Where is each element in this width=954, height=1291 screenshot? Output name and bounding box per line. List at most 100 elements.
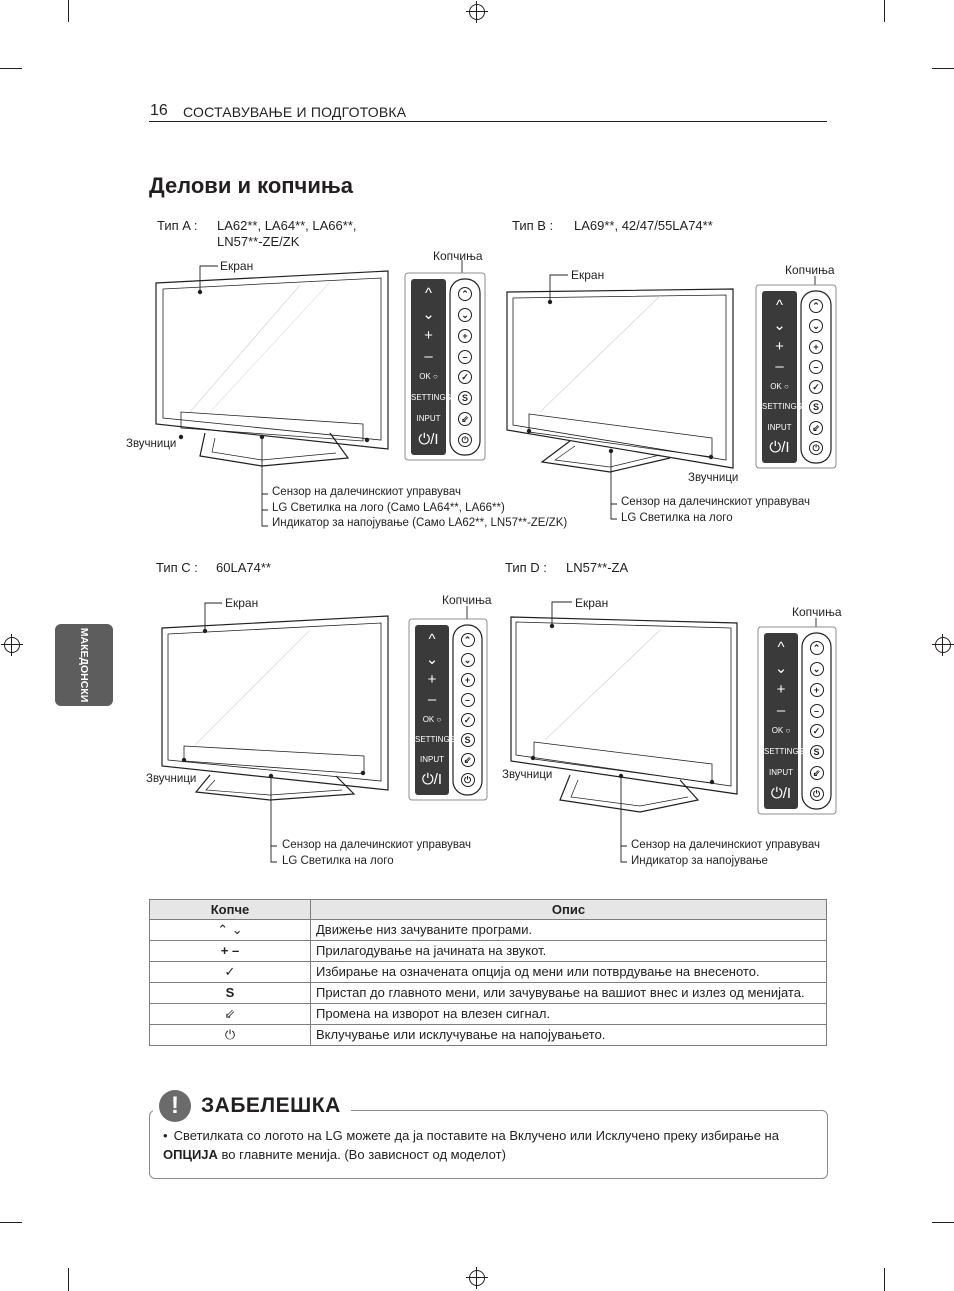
ok-check-icon: ✓: [149, 961, 311, 983]
callout-lg-logo-light: LG Светилка на лого: [621, 512, 733, 524]
chev-down-icon: ⌄: [773, 317, 786, 335]
settings-icon: S: [458, 391, 472, 406]
registration-mark-icon: [932, 634, 954, 656]
note-text-bold: ОПЦИЈА: [163, 1147, 218, 1162]
callout-speakers: Звучници: [146, 773, 197, 785]
plus-icon: +: [775, 337, 784, 355]
callout-power-indicator: Индикатор за напојување: [631, 855, 768, 867]
check-icon: ✓: [458, 370, 472, 385]
chev-up-icon: ^: [775, 297, 784, 315]
callout-remote-sensor: Сензор на далечинскиот управувач: [272, 486, 462, 498]
chevron-up-icon: ⌃: [809, 299, 823, 314]
input-label: INPUT: [416, 413, 441, 423]
chev-down-icon: ⌄: [422, 306, 435, 324]
input-label: INPUT: [420, 755, 444, 764]
input-label: INPUT: [769, 767, 793, 777]
settings-icon: S: [809, 400, 823, 415]
callout-remote-sensor: Сензор на далечинскиот управувач: [631, 839, 821, 851]
settings-label: SETTINGS: [411, 393, 452, 403]
power-icon: ⏻: [458, 432, 472, 447]
chev-up-icon: ^: [424, 285, 433, 303]
callout-screen: Екран: [575, 596, 609, 610]
channel-up-down-icon: ⌃ ⌄: [149, 919, 311, 941]
plus-icon: +: [460, 673, 475, 687]
power-label: ⏻/I: [769, 438, 790, 456]
minus-icon: –: [776, 701, 786, 719]
minus-icon: –: [424, 347, 433, 365]
settings-icon: S: [460, 733, 475, 747]
table-row: ✓ Избирање на означената опција од мени …: [149, 961, 827, 983]
registration-mark-icon: [1, 634, 23, 656]
crop-mark: [884, 1268, 885, 1291]
type-d-label: Тип D :: [505, 560, 547, 575]
table-cell-description: Движење низ зачуваните програми.: [310, 919, 827, 941]
table-cell-description: Промена на изворот на влезен сигнал.: [310, 1003, 827, 1025]
check-icon: ✓: [809, 724, 824, 739]
input-icon: ⇙: [809, 420, 823, 435]
callout-buttons: Копчиња: [792, 605, 842, 619]
callout-buttons: Копчиња: [433, 249, 483, 263]
callout-remote-sensor: Сензор на далечинскиот управувач: [282, 839, 472, 851]
chev-down-icon: ⌄: [425, 651, 439, 668]
check-icon: ✓: [460, 713, 475, 727]
header-rule: [149, 121, 827, 122]
table-cell-description: Избирање на означената опција од мени ил…: [310, 961, 827, 983]
table-header-description: Опис: [310, 899, 827, 920]
type-d-models: LN57**-ZA: [566, 560, 629, 575]
table-row: + – Прилагодување на јачината на звукот.: [149, 940, 827, 962]
table-row: S Пристап до главното мени, или зачувува…: [149, 982, 827, 1004]
chevron-up-icon: ⌃: [460, 633, 475, 647]
power-label: ⏻/I: [421, 771, 443, 788]
minus-icon: –: [775, 357, 784, 375]
crop-mark: [884, 0, 885, 22]
callout-speakers: Звучници: [502, 769, 553, 781]
crop-mark: [932, 68, 954, 69]
table-row: ⏻ Вклучување или исклучување на напојува…: [149, 1024, 827, 1046]
power-icon: ⏻: [460, 773, 475, 787]
chevron-down-icon: ⌄: [458, 308, 472, 323]
plus-icon: +: [809, 339, 823, 354]
ok-label: OK ○: [771, 726, 791, 736]
buttons-table: Копче Опис ⌃ ⌄ Движење низ зачуваните пр…: [149, 899, 827, 1046]
note-box: [149, 1110, 828, 1179]
input-icon: ⇙: [809, 765, 824, 780]
note-text-part: во главните менија. (Во зависност од мод…: [217, 1147, 506, 1162]
table-row: ⌃ ⌄ Движење низ зачуваните програми.: [149, 919, 827, 941]
callout-buttons: Копчиња: [442, 593, 492, 607]
table-cell-description: Вклучување или исклучување на напојување…: [310, 1024, 827, 1046]
minus-icon: –: [427, 691, 437, 708]
chevron-down-icon: ⌄: [809, 662, 824, 677]
note-text: • Светилката со логото на LG можете да ја…: [163, 1126, 819, 1164]
power-label: ⏻/I: [770, 784, 792, 802]
input-icon: ⇙: [458, 411, 472, 426]
callout-buttons: Копчиња: [785, 263, 835, 277]
note-title: ЗАБЕЛЕШКА: [201, 1094, 341, 1117]
minus-icon: –: [458, 349, 472, 364]
plus-icon: +: [776, 680, 786, 698]
volume-plus-minus-icon: + –: [149, 940, 311, 962]
callout-speakers: Звучници: [688, 472, 739, 484]
crop-mark: [932, 1222, 954, 1223]
page-title: Делови и копчиња: [149, 173, 354, 198]
table-row: ⇙ Промена на изворот на влезен сигнал.: [149, 1003, 827, 1025]
power-icon: ⏻: [809, 440, 823, 455]
type-a-label: Тип A :: [157, 218, 198, 233]
chev-up-icon: ^: [428, 631, 436, 648]
note-text-part: Светилката со логото на LG можете да ја …: [173, 1128, 779, 1143]
note-bullet: •: [163, 1128, 168, 1143]
power-label: ⏻/I: [418, 430, 439, 448]
callout-remote-sensor: Сензор на далечинскиот управувач: [621, 496, 811, 508]
page-number: 16: [150, 102, 168, 119]
type-a-models: LN57**-ZE/ZK: [217, 234, 300, 249]
power-icon: ⏻: [149, 1024, 311, 1046]
plus-icon: +: [809, 682, 824, 697]
table-cell-description: Пристап до главното мени, или зачувување…: [310, 982, 827, 1004]
crop-mark: [68, 1268, 69, 1291]
callout-screen: Екран: [225, 596, 259, 610]
plus-icon: +: [458, 328, 472, 343]
chev-up-icon: ^: [777, 639, 785, 657]
settings-label: SETTINGS: [415, 735, 456, 744]
chevron-up-icon: ⌃: [809, 641, 824, 656]
registration-mark-icon: [466, 1, 488, 23]
